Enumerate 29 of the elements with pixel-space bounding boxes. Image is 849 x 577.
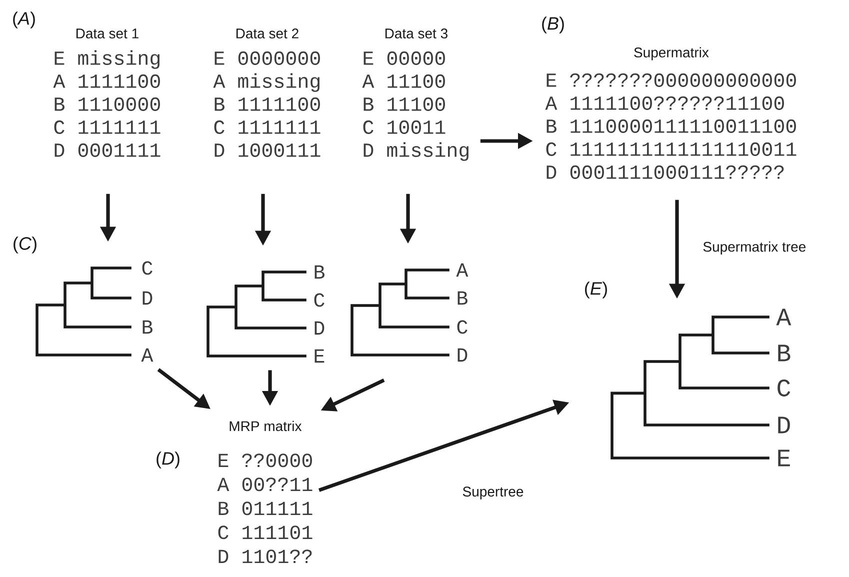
panel-label: (B) bbox=[542, 16, 564, 34]
leaf-label: B bbox=[458, 291, 468, 305]
leaf-label: D bbox=[314, 321, 324, 335]
leaf-label: B bbox=[314, 265, 324, 279]
leaf-label: E bbox=[314, 349, 324, 363]
leaf-label: D bbox=[458, 348, 468, 362]
edge-label: Supertree bbox=[460, 485, 526, 501]
character-matrix: Data set 1 E missing A 1111100 B 1110000 C 1111111 D 0001111 bbox=[53, 28, 160, 157]
panel-label: (D) bbox=[156, 452, 180, 468]
leaf-label: D bbox=[142, 291, 152, 305]
leaf-label: B bbox=[778, 344, 790, 362]
leaf-label: C bbox=[778, 380, 790, 396]
leaf-label: E bbox=[778, 450, 790, 466]
leaf-label: B bbox=[142, 320, 152, 334]
leaf-label: D bbox=[778, 416, 790, 434]
leaf-label: C bbox=[142, 261, 152, 275]
character-matrix: Supermatrix E ???????000000000000 A 1111100??????11100 B 1110000111110011100 C 1111111111111110011 D 0001111000111????? bbox=[545, 47, 796, 179]
panel-label: (C) bbox=[14, 236, 36, 254]
character-matrix: Data set 3 E 00000 A 11100 B 11100 C 10011 D missing bbox=[362, 28, 468, 161]
character-matrix: Data set 2 E 0000000 A missing B 1111100 C 1111111 D 1000111 bbox=[213, 28, 320, 157]
panel-label: (E) bbox=[585, 282, 607, 298]
edge-label: Supermatrix tree bbox=[701, 240, 808, 256]
character-matrix: MRP matrix E ??0000 A 00??11 B 011111 C 111101 D 1101?? bbox=[217, 420, 312, 564]
leaf-label: A bbox=[776, 308, 792, 326]
leaf-label: A bbox=[141, 348, 154, 362]
panel-label: (A) bbox=[13, 12, 35, 28]
leaf-label: A bbox=[456, 263, 468, 277]
leaf-label: C bbox=[457, 320, 468, 334]
leaf-label: C bbox=[314, 293, 324, 307]
